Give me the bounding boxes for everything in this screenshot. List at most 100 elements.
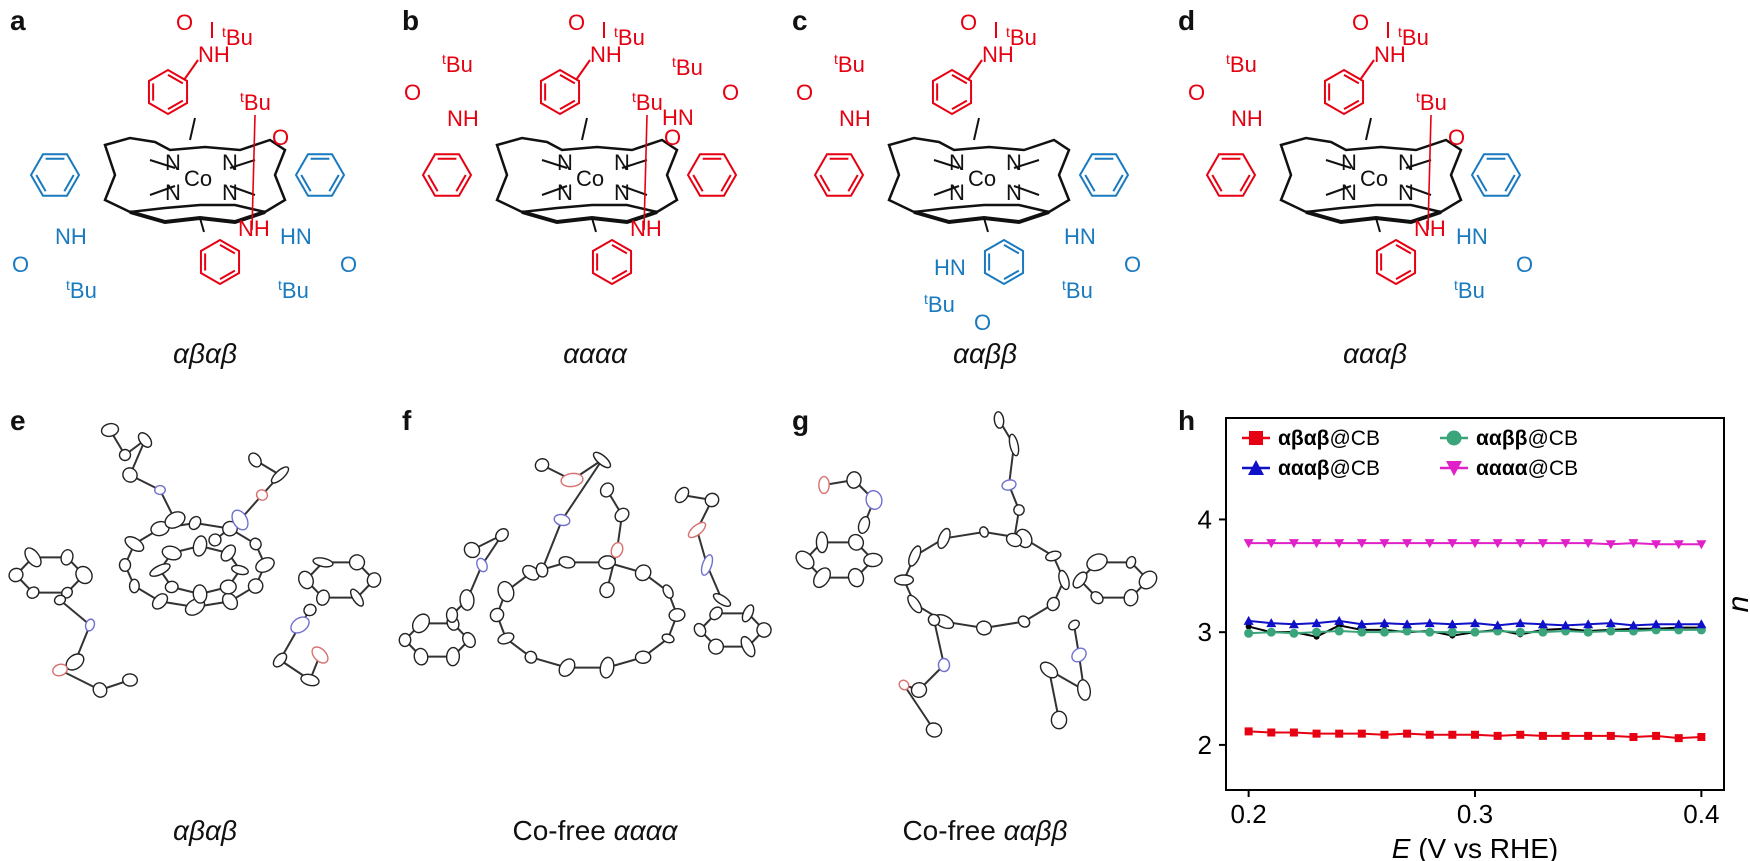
- double-bond: [455, 174, 467, 192]
- data-marker: [1560, 620, 1571, 630]
- atom-ellipse: [298, 570, 314, 590]
- data-marker: [1447, 539, 1458, 549]
- atom-ellipse: [220, 544, 237, 562]
- atom-ellipse: [1071, 647, 1087, 663]
- atom-ellipse: [208, 533, 222, 547]
- atom-ellipse: [231, 509, 249, 531]
- double-bond: [951, 73, 968, 85]
- tbu-label: tBu: [672, 54, 703, 80]
- data-marker: [1424, 539, 1435, 549]
- bond: [943, 531, 985, 540]
- atom-ellipse: [979, 526, 989, 538]
- atom-ellipse: [411, 613, 431, 634]
- data-marker: [1538, 627, 1548, 637]
- data-marker: [1516, 730, 1525, 739]
- panel-label-f: f: [402, 405, 412, 436]
- atom-ellipse: [122, 467, 138, 483]
- benzene-ring: [1323, 68, 1365, 116]
- atom-ellipse: [312, 557, 334, 568]
- double-bond: [951, 99, 968, 111]
- atom-ellipse: [847, 533, 865, 551]
- bond: [933, 619, 945, 666]
- atom-ellipse: [231, 564, 249, 576]
- co-atom: Co: [576, 166, 604, 191]
- atom-ellipse: [704, 492, 720, 508]
- atom-ellipse: [740, 635, 756, 658]
- data-marker: [1288, 619, 1299, 629]
- y-axis-label: n: [1722, 596, 1750, 613]
- legend-entry: αβαβ@CB: [1278, 427, 1380, 450]
- porphyrin-core: [103, 136, 287, 214]
- atom-ellipse: [847, 567, 865, 588]
- data-marker: [1266, 618, 1277, 628]
- atom-ellipse: [315, 589, 331, 606]
- data-marker: [1561, 731, 1570, 740]
- double-bond: [819, 174, 831, 192]
- data-marker: [1357, 627, 1367, 637]
- n-atom: N: [1341, 180, 1357, 205]
- atom-ellipse: [128, 578, 140, 594]
- atom-ellipse: [815, 531, 829, 554]
- atom-ellipse: [272, 652, 288, 668]
- data-marker: [1402, 626, 1412, 636]
- atom-ellipse: [863, 552, 883, 568]
- n-atom: N: [1398, 180, 1414, 205]
- tbu-label: tBu: [66, 277, 97, 303]
- meso-bond-top: [1365, 117, 1372, 141]
- atom-ellipse: [756, 622, 772, 638]
- meso-bond-bottom: [199, 217, 205, 233]
- atom-ellipse: [1076, 679, 1092, 701]
- atom-ellipse: [610, 541, 624, 559]
- benzene-ring: [1205, 153, 1257, 197]
- atom-ellipse: [813, 567, 831, 589]
- benzene-ring: [1470, 153, 1522, 197]
- o-label: O: [974, 310, 991, 330]
- atom-ellipse: [1046, 596, 1060, 612]
- meso-bond-top: [973, 117, 980, 141]
- tbu-label: tBu: [1006, 24, 1037, 50]
- atom-ellipse: [592, 451, 612, 469]
- n-atom: N: [614, 150, 630, 175]
- data-marker: [1652, 731, 1661, 740]
- atom-ellipse: [476, 557, 488, 573]
- x-axis-label: E (V vs RHE): [1392, 833, 1558, 861]
- data-marker: [1334, 539, 1345, 549]
- data-marker: [1447, 619, 1458, 629]
- atom-ellipse: [634, 564, 652, 582]
- atom-ellipse: [489, 607, 505, 623]
- bond: [59, 599, 91, 626]
- benzene-ring: [294, 153, 346, 197]
- data-marker: [1289, 728, 1298, 737]
- atom-ellipse: [445, 646, 461, 667]
- data-marker: [1538, 731, 1547, 740]
- data-marker: [1334, 626, 1344, 636]
- o-label: O: [722, 80, 739, 105]
- data-marker-extra: [1245, 623, 1252, 630]
- co-atom: Co: [184, 166, 212, 191]
- atom-ellipse: [8, 567, 24, 583]
- pyrrole-bonds: [1325, 159, 1432, 196]
- data-marker: [1424, 618, 1435, 628]
- atom-ellipse: [925, 722, 943, 738]
- benzene-ring: [147, 68, 189, 116]
- atom-ellipse: [1090, 591, 1104, 605]
- co-atom: Co: [1360, 166, 1388, 191]
- legend-entry: αααβ@CB: [1278, 457, 1380, 480]
- double-bond: [720, 174, 732, 192]
- atom-ellipse: [1123, 588, 1139, 607]
- o-label: O: [12, 252, 29, 277]
- hn-label: HN: [934, 255, 966, 280]
- double-bond: [1112, 174, 1124, 192]
- double-bond: [692, 174, 704, 192]
- atom-ellipse: [348, 554, 366, 571]
- o-label: O: [664, 125, 681, 150]
- n-atom: N: [165, 180, 181, 205]
- x-tick-label: 0.4: [1683, 799, 1719, 829]
- tbu-label: tBu: [1398, 24, 1429, 50]
- atom-ellipse: [151, 593, 169, 610]
- bond: [903, 684, 935, 731]
- tbu-label: tBu: [1416, 89, 1447, 115]
- data-marker: [1335, 729, 1344, 738]
- data-marker: [1470, 627, 1480, 637]
